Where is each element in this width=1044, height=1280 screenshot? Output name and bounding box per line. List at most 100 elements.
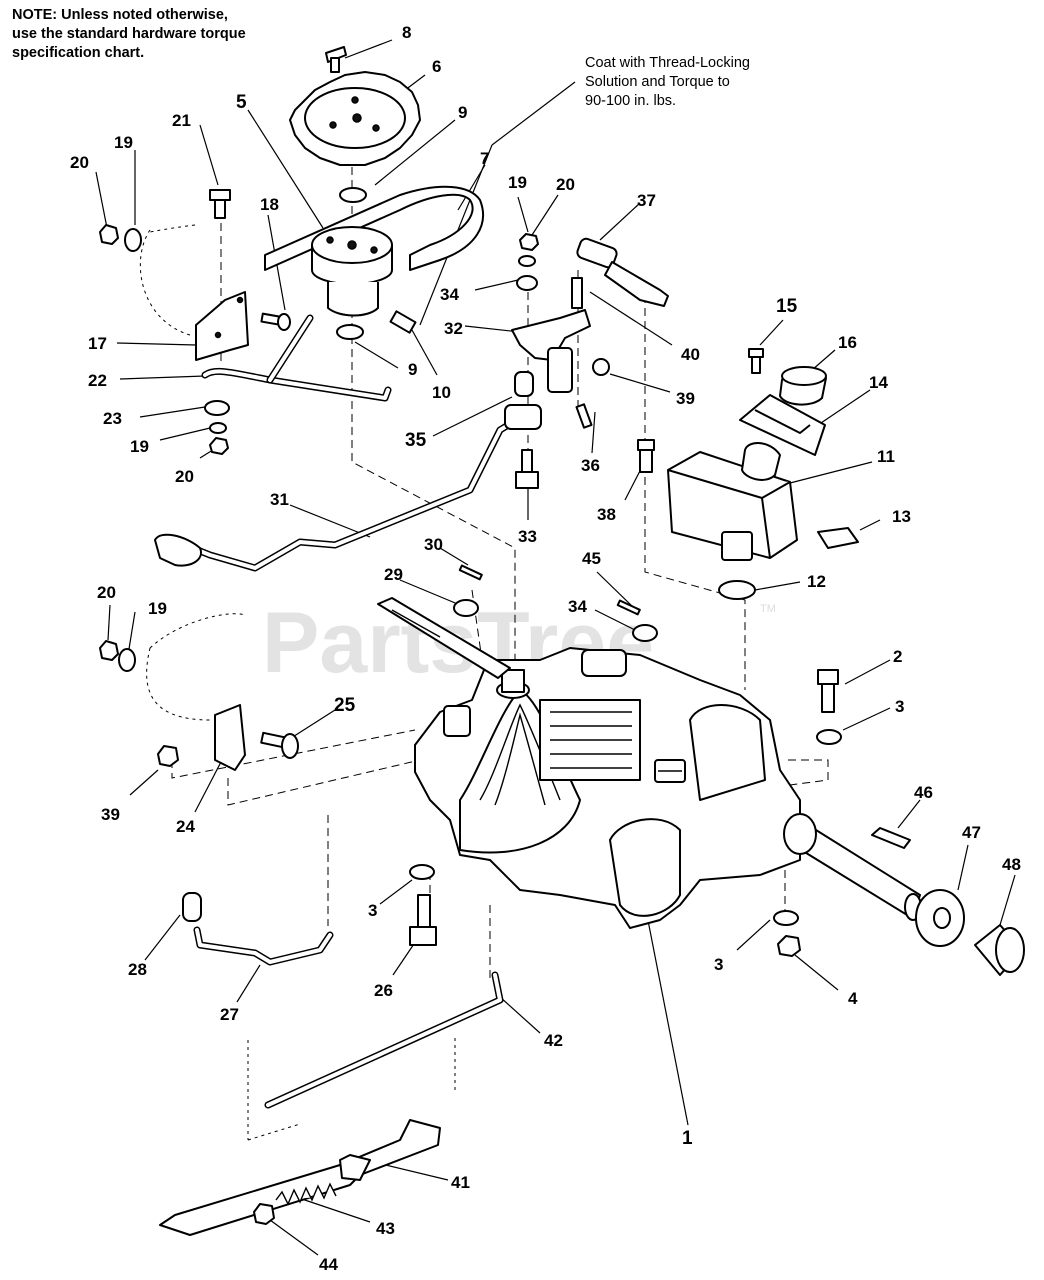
label-37: 37 bbox=[637, 191, 656, 210]
part-6-cooling-fan bbox=[289, 71, 421, 166]
callout-line-2: Solution and Torque to bbox=[585, 74, 730, 90]
part-42-control-rod bbox=[264, 971, 504, 1109]
label-2: 2 bbox=[893, 647, 902, 666]
label-34-upper: 34 bbox=[440, 285, 459, 304]
label-33: 33 bbox=[518, 527, 537, 546]
label-1: 1 bbox=[682, 1128, 693, 1149]
label-44: 44 bbox=[319, 1255, 338, 1274]
label-35: 35 bbox=[405, 430, 427, 451]
part-20-nut-mid-left bbox=[99, 640, 119, 661]
label-11: 11 bbox=[877, 447, 895, 466]
label-13: 13 bbox=[892, 507, 911, 526]
label-15: 15 bbox=[776, 296, 798, 317]
part-30-pin bbox=[458, 564, 483, 581]
part-43-spring bbox=[275, 1182, 337, 1206]
part-19-washer-upper-left bbox=[124, 228, 142, 252]
callout-line-1: Coat with Thread-Locking bbox=[585, 55, 750, 71]
part-28-cap bbox=[182, 892, 202, 922]
label-20-upper-left: 20 bbox=[70, 153, 89, 172]
label-19-upper-left: 19 bbox=[114, 133, 133, 152]
part-34-spacer-right bbox=[632, 624, 658, 642]
part-11-reservoir bbox=[667, 442, 798, 561]
label-5: 5 bbox=[236, 92, 247, 113]
part-12-seal bbox=[718, 580, 756, 600]
label-9-upper: 9 bbox=[458, 103, 467, 122]
callout-line-3: 90-100 in. lbs. bbox=[585, 93, 677, 109]
label-21: 21 bbox=[172, 111, 191, 130]
part-20-nut-upper-left bbox=[99, 224, 119, 245]
label-39-left: 39 bbox=[101, 805, 120, 824]
part-36-pin bbox=[575, 403, 593, 429]
label-3-right-upper: 3 bbox=[895, 697, 904, 716]
part-22-idler-rod bbox=[201, 314, 392, 402]
part-26-bolt bbox=[409, 894, 437, 946]
part-5-pulley bbox=[311, 226, 393, 317]
label-26: 26 bbox=[374, 981, 393, 1000]
part-19-washer-lower-stack bbox=[209, 422, 227, 434]
label-8: 8 bbox=[402, 23, 411, 42]
part-14-filter bbox=[739, 394, 826, 456]
label-28: 28 bbox=[128, 960, 147, 979]
part-25-bolt bbox=[260, 731, 299, 759]
part-17-bracket bbox=[195, 291, 249, 361]
part-45-pin bbox=[616, 599, 641, 616]
label-7: 7 bbox=[480, 149, 489, 168]
thread-locking-callout: Coat with Thread-Locking Solution and To… bbox=[585, 54, 750, 111]
label-39-upper: 39 bbox=[676, 389, 695, 408]
label-24: 24 bbox=[176, 817, 195, 836]
watermark-tm: TM bbox=[760, 603, 776, 615]
label-17: 17 bbox=[88, 334, 107, 353]
part-39-nut-left bbox=[157, 745, 179, 767]
part-29-spacer bbox=[453, 599, 479, 617]
label-16: 16 bbox=[838, 333, 857, 352]
label-19-mid-left: 19 bbox=[148, 599, 167, 618]
label-27: 27 bbox=[220, 1005, 239, 1024]
label-6: 6 bbox=[432, 57, 441, 76]
label-23: 23 bbox=[103, 409, 122, 428]
part-34-spacer-upper bbox=[516, 275, 538, 291]
label-3-right-lower: 3 bbox=[714, 955, 723, 974]
torque-note-line-2: use the standard hardware torque bbox=[12, 26, 246, 42]
part-35-spacer bbox=[514, 371, 534, 397]
part-37-dampener bbox=[576, 237, 669, 307]
part-38-bolt bbox=[637, 439, 655, 473]
part-47-thrust-washer bbox=[915, 889, 965, 947]
part-15-screw bbox=[748, 348, 764, 374]
label-30: 30 bbox=[424, 535, 443, 554]
torque-note-line-1: NOTE: Unless noted otherwise, bbox=[12, 7, 228, 23]
label-45: 45 bbox=[582, 549, 601, 568]
label-32: 32 bbox=[444, 319, 463, 338]
label-40: 40 bbox=[681, 345, 700, 364]
label-25: 25 bbox=[334, 695, 356, 716]
label-48: 48 bbox=[1002, 855, 1021, 874]
part-input-shaft bbox=[377, 597, 511, 679]
part-46-key bbox=[871, 827, 911, 849]
torque-note-line-3: specification chart. bbox=[12, 45, 145, 61]
label-38: 38 bbox=[597, 505, 616, 524]
label-42: 42 bbox=[544, 1031, 563, 1050]
alignment-lines bbox=[139, 128, 829, 1141]
label-19-center: 19 bbox=[508, 173, 527, 192]
part-16-cap bbox=[779, 366, 827, 406]
part-20-nut-center bbox=[519, 233, 539, 251]
part-20-nut-lower-stack bbox=[209, 437, 229, 455]
label-19-lower-stack: 19 bbox=[130, 437, 149, 456]
part-23-spacer bbox=[204, 400, 230, 416]
part-3-washer-right-upper bbox=[816, 729, 842, 745]
part-24-bracket bbox=[214, 704, 246, 771]
label-47: 47 bbox=[962, 823, 981, 842]
part-9-washer-upper bbox=[339, 187, 367, 203]
label-3-left: 3 bbox=[368, 901, 377, 920]
part-33-bolt bbox=[515, 449, 539, 489]
part-39-nut-upper bbox=[592, 358, 610, 376]
label-20-center: 20 bbox=[556, 175, 575, 194]
label-43: 43 bbox=[376, 1219, 395, 1238]
label-46: 46 bbox=[914, 783, 933, 802]
label-4: 4 bbox=[848, 989, 858, 1008]
label-20-mid-left: 20 bbox=[97, 583, 116, 602]
part-21-bolt bbox=[209, 189, 231, 219]
label-41: 41 bbox=[451, 1173, 470, 1192]
label-36: 36 bbox=[581, 456, 600, 475]
